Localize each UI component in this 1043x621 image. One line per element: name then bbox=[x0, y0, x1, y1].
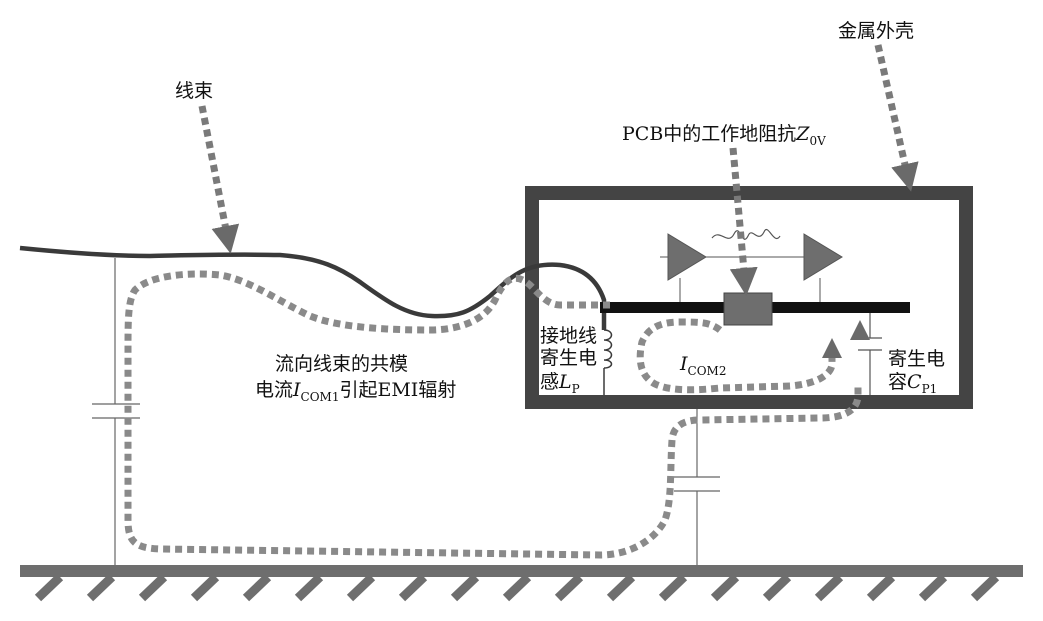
ground-wire-label-line3: 感LP bbox=[540, 371, 580, 396]
pcb-circuit bbox=[660, 229, 843, 302]
icom2-arrowhead bbox=[822, 338, 842, 358]
parasitic-cap-label-line1: 寄生电 bbox=[888, 348, 945, 370]
icom1-arrowhead bbox=[850, 320, 870, 340]
icom2-label: ICOM2 bbox=[679, 353, 726, 378]
common-mode-current-path-icom1 bbox=[124, 270, 862, 559]
ground-impedance-block bbox=[723, 292, 773, 326]
enclosure-pointer-arrow bbox=[874, 44, 919, 192]
ground-wire-label-line1: 接地线 bbox=[540, 325, 597, 347]
common-mode-current-path-icom2 bbox=[636, 318, 836, 394]
harness-pointer-arrow bbox=[198, 105, 240, 254]
impedance-pointer-arrow bbox=[729, 147, 758, 296]
internal-parasitic-capacitor bbox=[858, 313, 882, 395]
enclosure-capacitor bbox=[674, 405, 720, 565]
ground-wire-label-line2: 寄生电 bbox=[540, 347, 597, 369]
common-mode-label-line1: 流向线束的共模 bbox=[275, 353, 408, 375]
impedance-label: PCB中的工作地阻抗Z0V bbox=[622, 123, 826, 148]
amplifier-right bbox=[803, 233, 843, 281]
left-parasitic-capacitor bbox=[92, 258, 140, 565]
wire-harness bbox=[19, 245, 607, 330]
parasitic-cap-label-line2: 容CP1 bbox=[888, 371, 937, 396]
amplifier-left bbox=[667, 233, 707, 281]
noise-signal bbox=[711, 229, 781, 240]
common-mode-label-line2: 电流ICOM1引起EMI辐射 bbox=[255, 379, 456, 404]
enclosure-label: 金属外壳 bbox=[838, 20, 914, 42]
ground-plane bbox=[20, 565, 1023, 602]
harness-label: 线束 bbox=[175, 80, 213, 102]
ground-wire-inductor bbox=[603, 329, 613, 395]
metal-enclosure bbox=[525, 186, 973, 409]
